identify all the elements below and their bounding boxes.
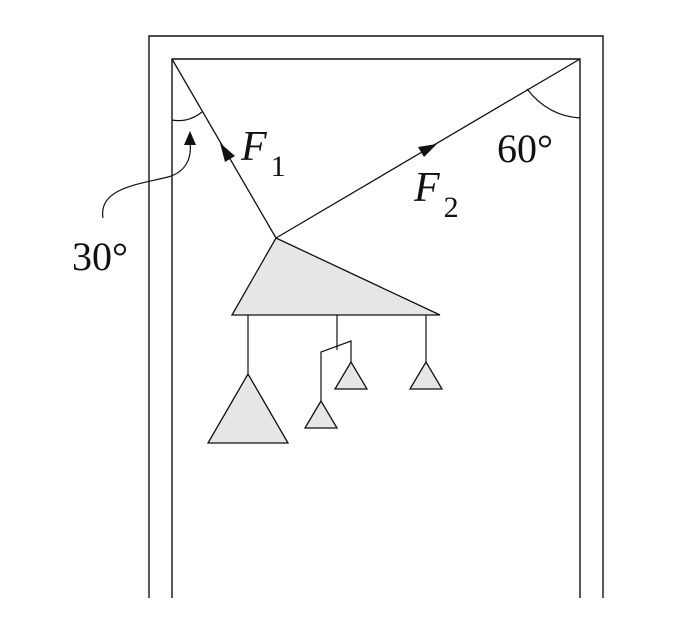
triangle-small-right bbox=[408, 360, 444, 390]
f2-arrowhead bbox=[418, 144, 437, 157]
force2-symbol: F bbox=[413, 165, 440, 211]
hanging-triangles bbox=[206, 360, 444, 444]
frame-inner-border bbox=[171, 58, 581, 598]
angle-leader-line bbox=[102, 141, 191, 219]
frame-outer-border bbox=[148, 35, 604, 598]
angle-label-left: 30° bbox=[72, 234, 128, 279]
angle-arcs bbox=[171, 88, 581, 122]
angle-label-right: 60° bbox=[497, 126, 553, 171]
angle-arc-left bbox=[171, 111, 203, 122]
force1-symbol: F bbox=[240, 124, 267, 170]
f1-arrowhead bbox=[220, 143, 235, 162]
angle-labels: 30° 60° bbox=[72, 126, 553, 279]
mobile-top-triangle bbox=[230, 237, 441, 316]
force-arrows bbox=[220, 143, 437, 162]
angle-leader-arrowhead bbox=[184, 131, 196, 145]
frame bbox=[148, 35, 604, 598]
force1-subscript: 1 bbox=[271, 150, 286, 183]
force2-subscript: 2 bbox=[444, 191, 459, 224]
string-small-bar bbox=[320, 340, 352, 401]
angle-arc-right bbox=[526, 88, 581, 119]
angle-leader bbox=[102, 131, 196, 219]
triangle-large-left bbox=[206, 372, 290, 444]
triangle-small-middle-upper bbox=[333, 360, 369, 390]
hanging-strings bbox=[247, 315, 427, 401]
triangle-small-middle-lower bbox=[303, 399, 339, 429]
